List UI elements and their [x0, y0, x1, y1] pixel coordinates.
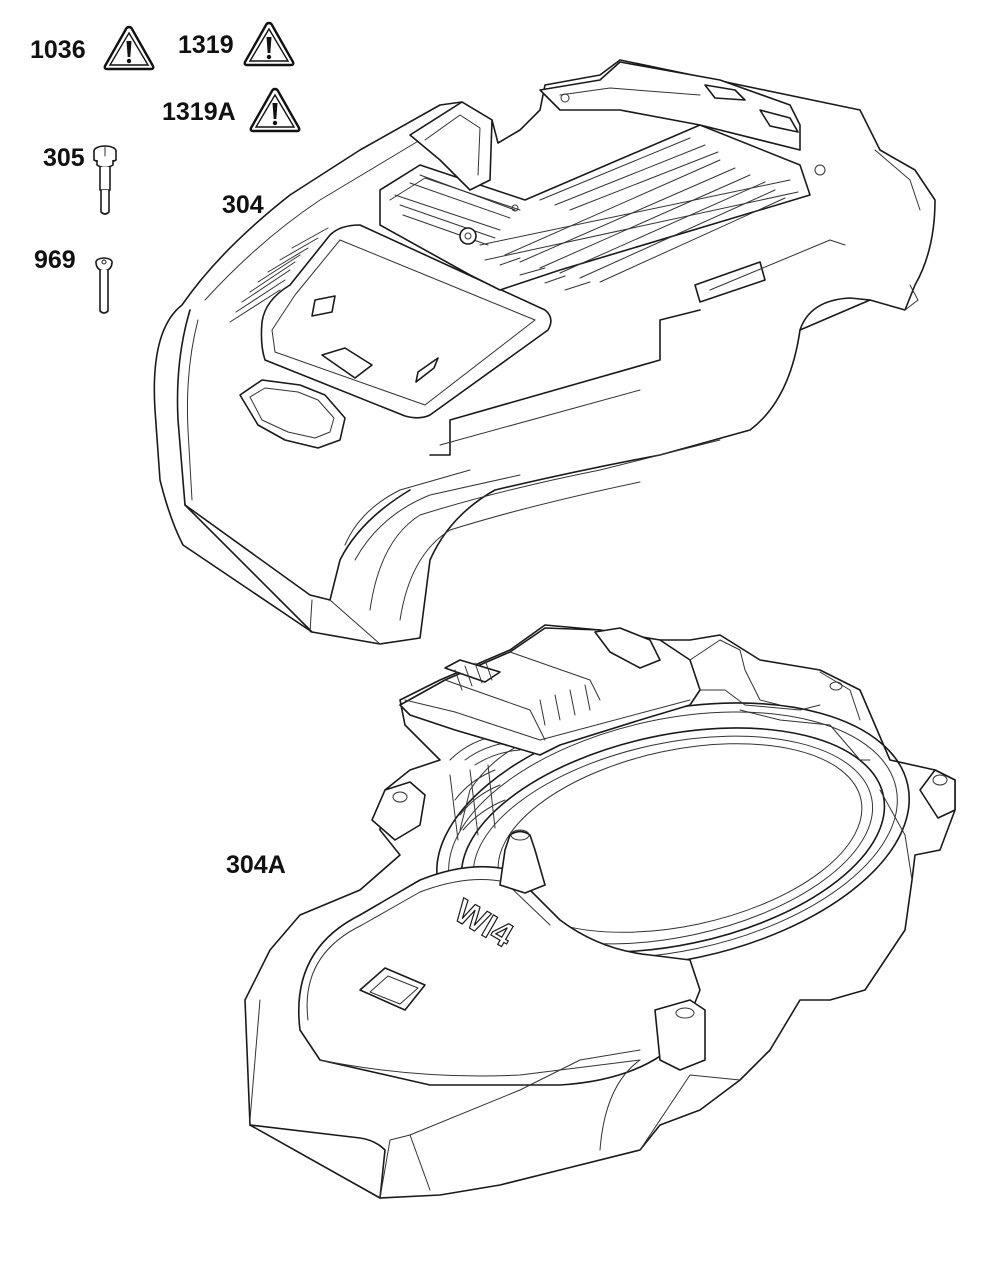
torx-screw-icon	[95, 257, 113, 314]
warning-triangle-icon	[103, 25, 155, 71]
blower-housing-304a: WI4	[244, 624, 956, 1199]
warning-triangle-icon	[243, 21, 295, 67]
part-label-1036: 1036	[30, 36, 86, 64]
part-label-305: 305	[43, 144, 85, 172]
part-label-304a: 304A	[226, 851, 286, 879]
part-label-304: 304	[222, 191, 264, 219]
part-label-1319a: 1319A	[162, 98, 236, 126]
engine-cover-304	[153, 59, 936, 645]
warning-triangle-icon	[249, 87, 301, 133]
part-label-969: 969	[34, 246, 76, 274]
flange-bolt-icon	[93, 145, 117, 215]
part-label-1319: 1319	[178, 31, 234, 59]
